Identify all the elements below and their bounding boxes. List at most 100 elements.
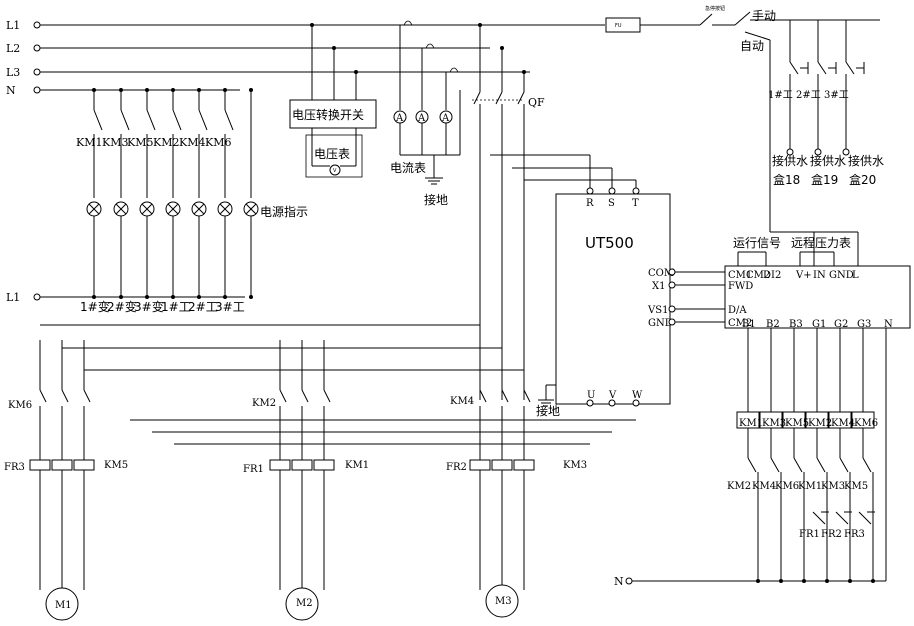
box-label-18: 盒18	[773, 172, 800, 187]
inverter-feed	[490, 154, 640, 195]
thermal-relay-element	[469, 459, 491, 471]
overload-label-fr3: FR3	[844, 529, 865, 540]
ammeter-symbol-2: A	[417, 113, 426, 124]
controller-terminal-da: D/A	[728, 305, 747, 316]
bus-label-l2: L2	[6, 42, 20, 55]
motor-contactor-mid-label-3: KM3	[563, 460, 587, 471]
lamp-contactor-label-3: KM5	[127, 136, 153, 149]
manual-label: 手动	[752, 9, 776, 23]
ammeter-assembly	[393, 20, 461, 185]
lamp-contactor-label-1: KM1	[76, 136, 102, 149]
inverter-terminal-gnd: GND	[648, 318, 673, 329]
motor-circuit-group	[29, 324, 636, 621]
inverter-input-t: T	[632, 198, 639, 209]
power-indicator-lamp	[224, 88, 259, 299]
run-signal-label: 运行信号	[733, 236, 781, 250]
lamp-contactor-label-6: KM6	[205, 136, 231, 149]
lamp-4	[165, 88, 182, 299]
motor-icon	[485, 584, 519, 618]
interlock-label-km6: KM6	[775, 481, 799, 492]
controller-top-wiring	[737, 231, 859, 266]
lamp-bottom-label-3: 3#变	[134, 299, 164, 314]
controller-terminal-cm2: CM2	[746, 270, 770, 281]
controller-output-3	[782, 328, 806, 583]
voltage-switch-label: 电压转换开关	[292, 107, 364, 122]
controller-terminal-cm1: CM1	[728, 270, 752, 281]
motor-icon	[285, 587, 319, 621]
ammeter-symbol-1: A	[395, 113, 404, 124]
water-supply-label-3: 接供水	[848, 153, 884, 168]
overload-label-fr1: FR1	[799, 529, 820, 540]
controller-output-2	[759, 328, 783, 583]
controller-output-5	[828, 328, 852, 583]
controller-terminal-n: N	[884, 319, 893, 330]
controller-terminal-l: L	[852, 270, 859, 281]
bus-lines	[40, 24, 605, 298]
inverter-output-w: W	[632, 390, 643, 401]
coil-label-km3: KM3	[762, 418, 786, 429]
breaker-label: QF	[528, 96, 545, 109]
inverter-wiring	[538, 268, 725, 407]
motor-circuit-1	[29, 340, 95, 621]
controller-terminal-g1: G1	[812, 319, 826, 330]
thermal-relay-element	[29, 459, 51, 471]
relay-label-fr1: FR1	[243, 464, 264, 475]
terminal-l2	[33, 44, 41, 52]
remote-pressure-label: 远程压力表	[791, 235, 851, 250]
inverter-box	[555, 193, 671, 405]
float-switch-1	[786, 61, 809, 156]
interlock-label-km2: KM2	[727, 481, 751, 492]
motor-contactor-top-label-2: KM2	[252, 398, 276, 409]
inverter-terminal-com: COM	[648, 268, 674, 279]
motor-circuit-2	[269, 340, 335, 621]
neutral-bottom-label: N	[614, 575, 624, 588]
controller-terminal-b1: B1	[742, 319, 756, 330]
auto-label: 自动	[740, 39, 764, 53]
lamp-bottom-label-5: 2#工	[188, 300, 218, 314]
inverter-ground-label: 接地	[536, 403, 560, 418]
voltage-switch-box	[289, 99, 377, 129]
inverter-output-u: U	[587, 390, 595, 401]
lamp-contactor-label-4: KM2	[153, 136, 179, 149]
box-label-19: 盒19	[811, 172, 838, 187]
lamp-bottom-label-6: 3#工	[215, 300, 245, 314]
thermal-relay-element	[73, 459, 95, 471]
thermal-relay-element	[51, 459, 73, 471]
relay-label-fr2: FR2	[446, 462, 467, 473]
selector-small-label: 急停按钮	[705, 5, 725, 12]
thermal-relay-element	[491, 459, 513, 471]
bus-label-l1: L1	[6, 19, 20, 32]
voltmeter-icon	[329, 164, 341, 176]
box-label-20: 盒20	[849, 172, 876, 187]
lamp-bottom-label-2: 2#变	[107, 299, 137, 314]
relay-label-fr3: FR3	[4, 462, 25, 473]
controller-output-1	[736, 328, 760, 583]
controller-terminal-b3: B3	[789, 319, 803, 330]
fuse-icon	[605, 17, 641, 33]
motor-contactor-top-label-1: KM6	[8, 400, 32, 411]
float-switch-label-2: 2#工	[796, 90, 821, 101]
inverter-input-s: S	[608, 198, 615, 209]
interlock-label-km5: KM5	[844, 481, 868, 492]
float-switch-label-3: 3#工	[824, 90, 849, 101]
controller-terminal-gnd: GND	[829, 270, 854, 281]
interlock-label-km1: KM1	[798, 481, 822, 492]
thermal-relay-element	[269, 459, 291, 471]
motor-circuit-3	[469, 340, 535, 618]
lamp-6	[217, 88, 234, 299]
lamp-bottom-label-1: 1#变	[80, 299, 110, 314]
control-fuse-selector	[605, 11, 880, 233]
float-switch-label-1: 1#工	[768, 90, 793, 101]
coil-label-km4: KM4	[831, 418, 855, 429]
float-switch-3	[842, 61, 865, 156]
inverter-terminal-x1: X1	[652, 281, 665, 292]
inverter-output-v: V	[608, 390, 617, 401]
interlock-label-km3: KM3	[821, 481, 845, 492]
motor-contactor-top-label-3: KM4	[450, 396, 474, 407]
controller-terminal-cm2-left: CM2	[728, 318, 752, 329]
motor-icon	[45, 587, 79, 621]
coil-label-km1: KM1	[739, 418, 763, 429]
inverter-terminal-vs1: VS1	[647, 305, 668, 316]
coil-label-km6: KM6	[854, 418, 878, 429]
